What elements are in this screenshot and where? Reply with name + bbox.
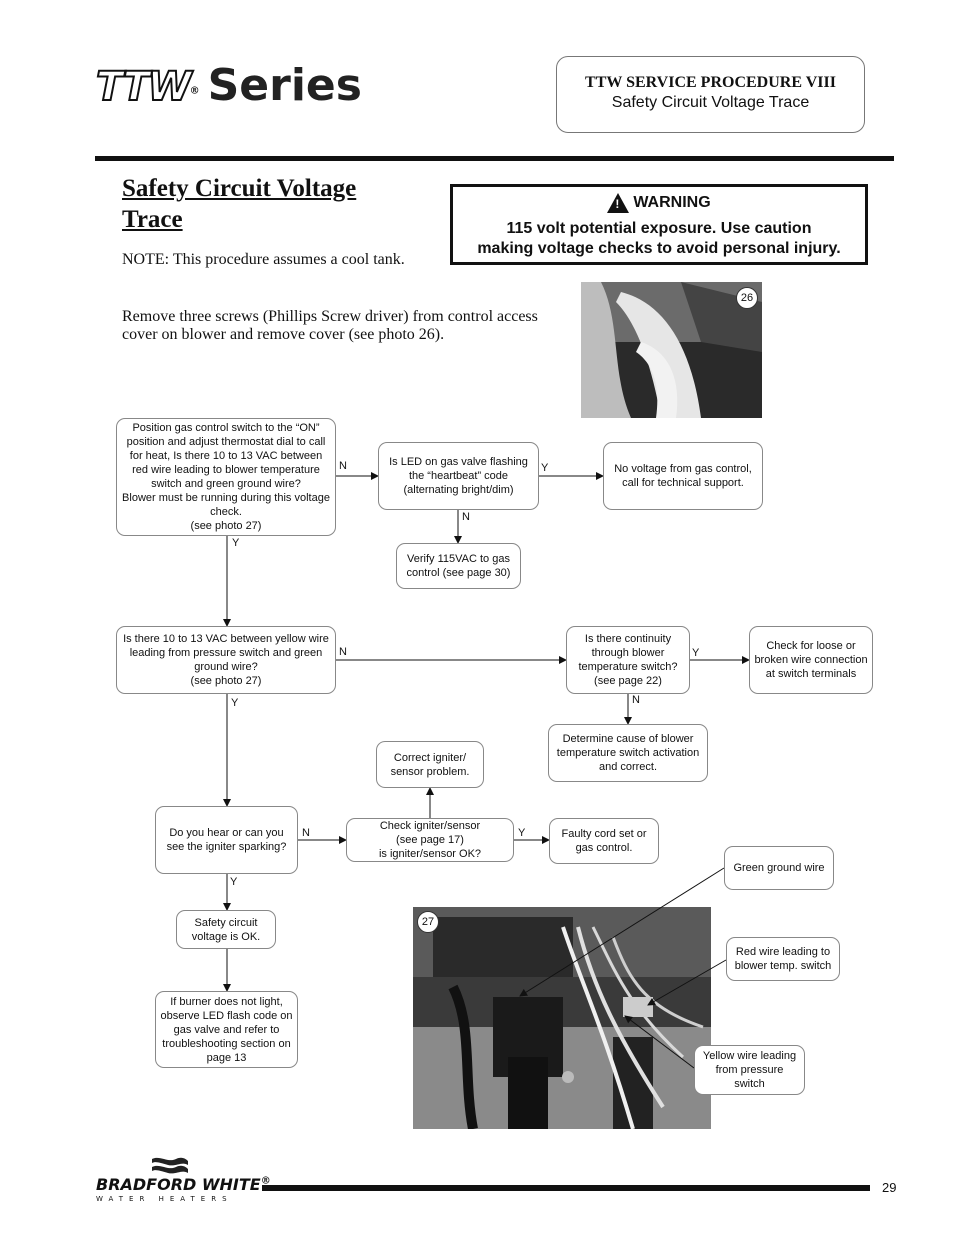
callout-line-green xyxy=(519,867,725,997)
ttw-series-logo: TTW® Series xyxy=(95,60,362,111)
label-n-continuity: N xyxy=(632,694,640,706)
flow-box-correct-igniter: Correct igniter/ sensor problem. xyxy=(376,741,484,788)
instruction-text: Remove three screws (Phillips Screw driv… xyxy=(122,308,538,343)
flow-box-burner: If burner does not light, observe LED fl… xyxy=(155,991,298,1068)
registered-mark: ® xyxy=(189,85,200,97)
page-title-line2: Trace xyxy=(122,206,183,233)
flow-box-continuity: Is there continuity through blower tempe… xyxy=(566,626,690,694)
footer-divider xyxy=(262,1185,870,1191)
label-n-start: N xyxy=(339,460,347,472)
callout-red-wire: Red wire leading to blower temp. switch xyxy=(726,937,840,981)
flow-box-faulty-cord: Faulty cord set or gas control. xyxy=(549,818,659,864)
label-y-check: Y xyxy=(518,827,526,839)
label-y-start: Y xyxy=(232,537,240,549)
page-title: Safety Circuit Voltage Trace xyxy=(122,173,356,235)
bradford-white-flag-icon xyxy=(152,1157,188,1174)
note-text: NOTE: This procedure assumes a cool tank… xyxy=(122,251,405,268)
warning-triangle-icon: ! xyxy=(607,193,630,213)
label-n-led: N xyxy=(462,511,470,523)
label-y-continuity: Y xyxy=(692,647,700,659)
procedure-header-box: TTW SERVICE PROCEDURE VIII Safety Circui… xyxy=(556,56,865,133)
series-wordmark: Series xyxy=(207,60,362,111)
flow-box-start: Position gas control switch to the “ON” … xyxy=(116,418,336,536)
warning-line1: 115 volt potential exposure. Use caution xyxy=(506,220,812,237)
label-y-hear: Y xyxy=(230,876,238,888)
flow-box-check-igniter: Check igniter/sensor (see page 17) is ig… xyxy=(346,818,514,862)
procedure-title: TTW SERVICE PROCEDURE VIII xyxy=(585,74,836,91)
photo-26: 26 xyxy=(581,282,762,418)
warning-line2: making voltage checks to avoid personal … xyxy=(477,240,841,257)
bradford-white-logo: BRADFORD WHITE® WATER HEATERS xyxy=(96,1157,271,1203)
callout-line-red xyxy=(647,959,727,1006)
warning-heading: WARNING xyxy=(633,194,711,211)
photo-27: 27 xyxy=(413,907,711,1129)
photo-26-image xyxy=(581,282,762,418)
flow-box-hear-sparking: Do you hear or can you see the igniter s… xyxy=(155,806,298,874)
procedure-subtitle: Safety Circuit Voltage Trace xyxy=(611,94,810,111)
page-title-line1: Safety Circuit Voltage xyxy=(122,175,357,202)
label-n-hear: N xyxy=(302,827,310,839)
flow-box-yellow-wire: Is there 10 to 13 VAC between yellow wir… xyxy=(116,626,336,694)
brand-name: BRADFORD WHITE® xyxy=(96,1175,271,1194)
callout-line-yellow xyxy=(624,1015,695,1069)
callout-green-ground: Green ground wire xyxy=(724,846,834,890)
flow-box-verify-115vac: Verify 115VAC to gas control (see page 3… xyxy=(396,543,521,589)
ttw-logo-mark: TTW xyxy=(95,63,193,111)
header-divider xyxy=(95,156,894,161)
label-y-led: Y xyxy=(541,462,549,474)
callout-yellow-wire: Yellow wire leading from pressure switch xyxy=(694,1045,805,1095)
label-y-yellow: Y xyxy=(231,697,239,709)
photo-27-image xyxy=(413,907,711,1129)
flow-box-led: Is LED on gas valve flashing the “heartb… xyxy=(378,442,539,510)
flow-box-no-voltage: No voltage from gas control, call for te… xyxy=(603,442,763,510)
warning-box: ! WARNING 115 volt potential exposure. U… xyxy=(450,184,868,265)
flow-box-safety-ok: Safety circuit voltage is OK. xyxy=(176,910,276,949)
photo-26-number: 26 xyxy=(736,287,758,309)
photo-27-number: 27 xyxy=(417,911,439,933)
label-n-yellow: N xyxy=(339,646,347,658)
page-number: 29 xyxy=(882,1180,897,1195)
flow-box-determine-cause: Determine cause of blower temperature sw… xyxy=(548,724,708,782)
flow-box-check-wire: Check for loose or broken wire connectio… xyxy=(749,626,873,694)
brand-subtitle: WATER HEATERS xyxy=(96,1195,233,1203)
